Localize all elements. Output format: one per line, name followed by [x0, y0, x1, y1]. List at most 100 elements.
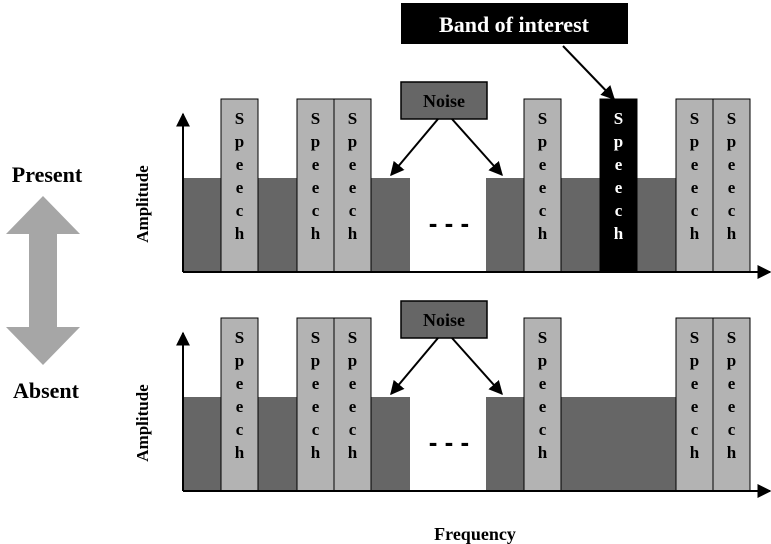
- speech-letter: c: [615, 201, 623, 220]
- speech-letter: p: [690, 132, 699, 151]
- gap-marker: - - -: [429, 208, 469, 238]
- speech-letter: h: [348, 443, 358, 462]
- speech-letter: e: [349, 178, 357, 197]
- speech-letter: S: [727, 328, 736, 347]
- speech-letter: c: [691, 420, 699, 439]
- noise-label: Noise: [423, 91, 465, 111]
- band-of-interest-label: Band of interest: [439, 12, 590, 37]
- speech-letter: c: [236, 420, 244, 439]
- speech-letter: e: [236, 374, 244, 393]
- speech-letter: c: [539, 420, 547, 439]
- speech-letter: e: [349, 155, 357, 174]
- speech-letter: c: [728, 420, 736, 439]
- speech-letter: e: [312, 374, 320, 393]
- speech-letter: e: [691, 397, 699, 416]
- speech-letter: e: [691, 155, 699, 174]
- speech-letter: e: [236, 178, 244, 197]
- speech-letter: p: [690, 351, 699, 370]
- speech-letter: S: [538, 109, 547, 128]
- y-axis-label: Amplitude: [133, 384, 152, 462]
- double-arrow-icon: [6, 196, 80, 365]
- speech-letter: e: [349, 397, 357, 416]
- speech-letter: p: [311, 132, 320, 151]
- speech-letter: e: [728, 178, 736, 197]
- speech-letter: e: [691, 374, 699, 393]
- noise-label-box: [400, 81, 488, 120]
- speech-letter: e: [236, 397, 244, 416]
- speech-letter: h: [690, 443, 700, 462]
- speech-letter: S: [538, 328, 547, 347]
- speech-letter: e: [728, 397, 736, 416]
- speech-letter: p: [538, 132, 547, 151]
- speech-band: [333, 98, 372, 273]
- speech-letter: h: [614, 224, 624, 243]
- speech-letter: c: [539, 201, 547, 220]
- band-of-interest-arrow: [562, 45, 615, 101]
- speech-letter: h: [311, 224, 321, 243]
- speech-letter: S: [348, 109, 357, 128]
- present-label: Present: [12, 162, 83, 187]
- speech-band: [712, 317, 751, 492]
- speech-letter: p: [235, 351, 244, 370]
- speech-letter: e: [539, 155, 547, 174]
- speech-letter: S: [690, 109, 699, 128]
- speech-band: [523, 98, 562, 273]
- speech-letter: e: [615, 178, 623, 197]
- speech-letter: e: [349, 374, 357, 393]
- speech-letter: e: [539, 397, 547, 416]
- speech-letter: c: [691, 201, 699, 220]
- speech-letter: e: [312, 397, 320, 416]
- speech-letter: S: [348, 328, 357, 347]
- noise-arrow-right: [451, 118, 503, 177]
- speech-letter: e: [236, 155, 244, 174]
- noise-region-right: [486, 178, 676, 272]
- y-axis-label: Amplitude: [133, 165, 152, 243]
- speech-letter: p: [727, 351, 736, 370]
- speech-letter: h: [727, 224, 737, 243]
- x-axis-label: Frequency: [434, 524, 516, 544]
- noise-arrow-right: [451, 337, 503, 396]
- speech-letter: h: [538, 443, 548, 462]
- speech-band-of-interest: [599, 98, 638, 273]
- speech-band: [296, 317, 335, 492]
- speech-letter: h: [235, 224, 245, 243]
- speech-letter: p: [727, 132, 736, 151]
- speech-letter: e: [728, 374, 736, 393]
- speech-letter: e: [312, 178, 320, 197]
- speech-letter: h: [311, 443, 321, 462]
- speech-letter: e: [539, 178, 547, 197]
- speech-band: [333, 317, 372, 492]
- speech-letter: c: [349, 201, 357, 220]
- speech-letter: e: [312, 155, 320, 174]
- speech-letter: p: [235, 132, 244, 151]
- speech-letter: h: [348, 224, 358, 243]
- speech-letter: S: [690, 328, 699, 347]
- speech-letter: p: [614, 132, 623, 151]
- speech-letter: c: [312, 201, 320, 220]
- noise-arrow-left: [390, 118, 439, 177]
- noise-label-box: [400, 300, 488, 339]
- speech-letter: p: [348, 351, 357, 370]
- speech-letter: S: [311, 328, 320, 347]
- speech-letter: S: [311, 109, 320, 128]
- speech-band: [523, 317, 562, 492]
- speech-letter: c: [236, 201, 244, 220]
- speech-letter: c: [728, 201, 736, 220]
- noise-arrow-left: [390, 337, 439, 396]
- speech-letter: S: [614, 109, 623, 128]
- speech-letter: S: [235, 109, 244, 128]
- speech-letter: e: [728, 155, 736, 174]
- noise-label: Noise: [423, 310, 465, 330]
- speech-band: [675, 317, 714, 492]
- speech-letter: h: [538, 224, 548, 243]
- noise-region-right: [486, 397, 676, 491]
- speech-letter: e: [691, 178, 699, 197]
- speech-band: [220, 317, 259, 492]
- speech-letter: S: [727, 109, 736, 128]
- speech-letter: h: [235, 443, 245, 462]
- speech-letter: c: [349, 420, 357, 439]
- absent-label: Absent: [13, 378, 80, 403]
- speech-band: [712, 98, 751, 273]
